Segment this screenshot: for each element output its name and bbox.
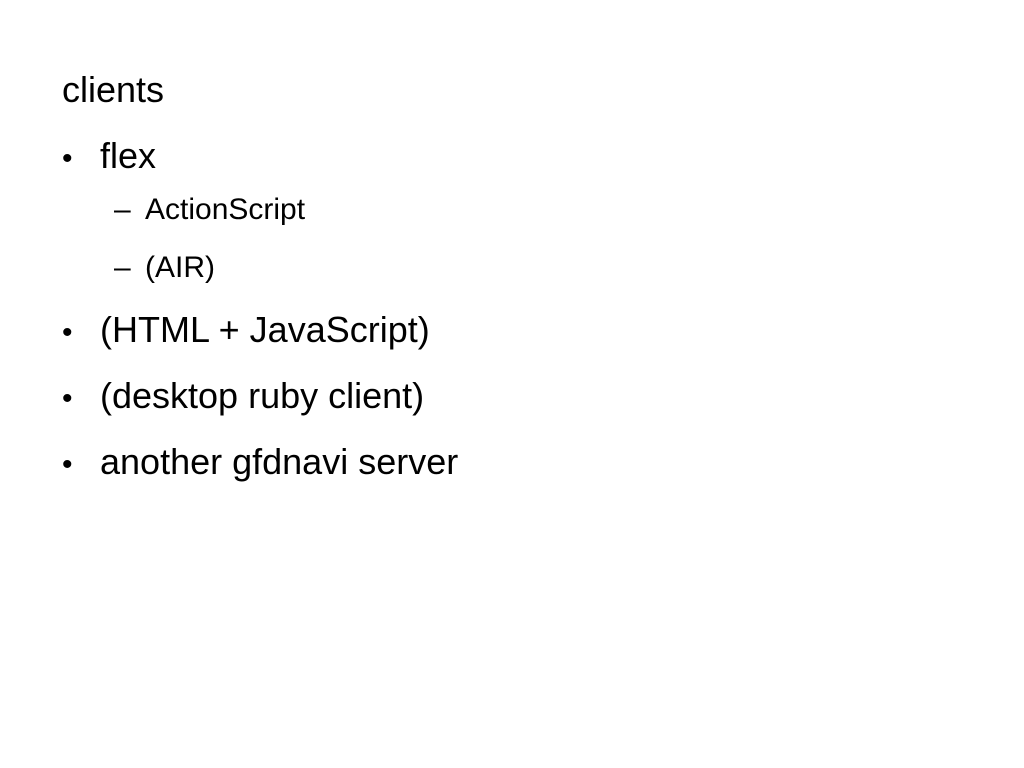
sub-list-item: – (AIR)	[114, 248, 458, 288]
list-item: • (desktop ruby client)	[62, 372, 458, 420]
bullet-row: • flex	[62, 132, 458, 180]
bullet-marker: •	[62, 142, 73, 175]
dash-marker: –	[114, 193, 131, 226]
bullet-text: another gfdnavi server	[100, 441, 459, 482]
sub-bullet-text: (AIR)	[145, 251, 215, 284]
bullet-list: • flex – ActionScript – (AIR) • (HTML + …	[62, 132, 458, 486]
bullet-row: • (desktop ruby client)	[62, 372, 458, 420]
slide-heading: clients	[62, 69, 165, 110]
bullet-row: • another gfdnavi server	[62, 438, 458, 486]
list-item: • (HTML + JavaScript)	[62, 306, 458, 354]
dash-marker: –	[114, 251, 131, 284]
bullet-marker: •	[62, 382, 73, 415]
sub-bullet-list: – ActionScript – (AIR)	[62, 190, 458, 288]
bullet-row: • (HTML + JavaScript)	[62, 306, 458, 354]
bullet-text: (desktop ruby client)	[100, 375, 425, 416]
sub-bullet-text: ActionScript	[145, 193, 306, 226]
bullet-text: (HTML + JavaScript)	[100, 309, 430, 350]
bullet-marker: •	[62, 316, 73, 349]
list-item: • another gfdnavi server	[62, 438, 458, 486]
bullet-text: flex	[100, 135, 157, 176]
bullet-marker: •	[62, 448, 73, 481]
list-item: • flex – ActionScript – (AIR)	[62, 132, 458, 288]
sub-list-item: – ActionScript	[114, 190, 458, 230]
